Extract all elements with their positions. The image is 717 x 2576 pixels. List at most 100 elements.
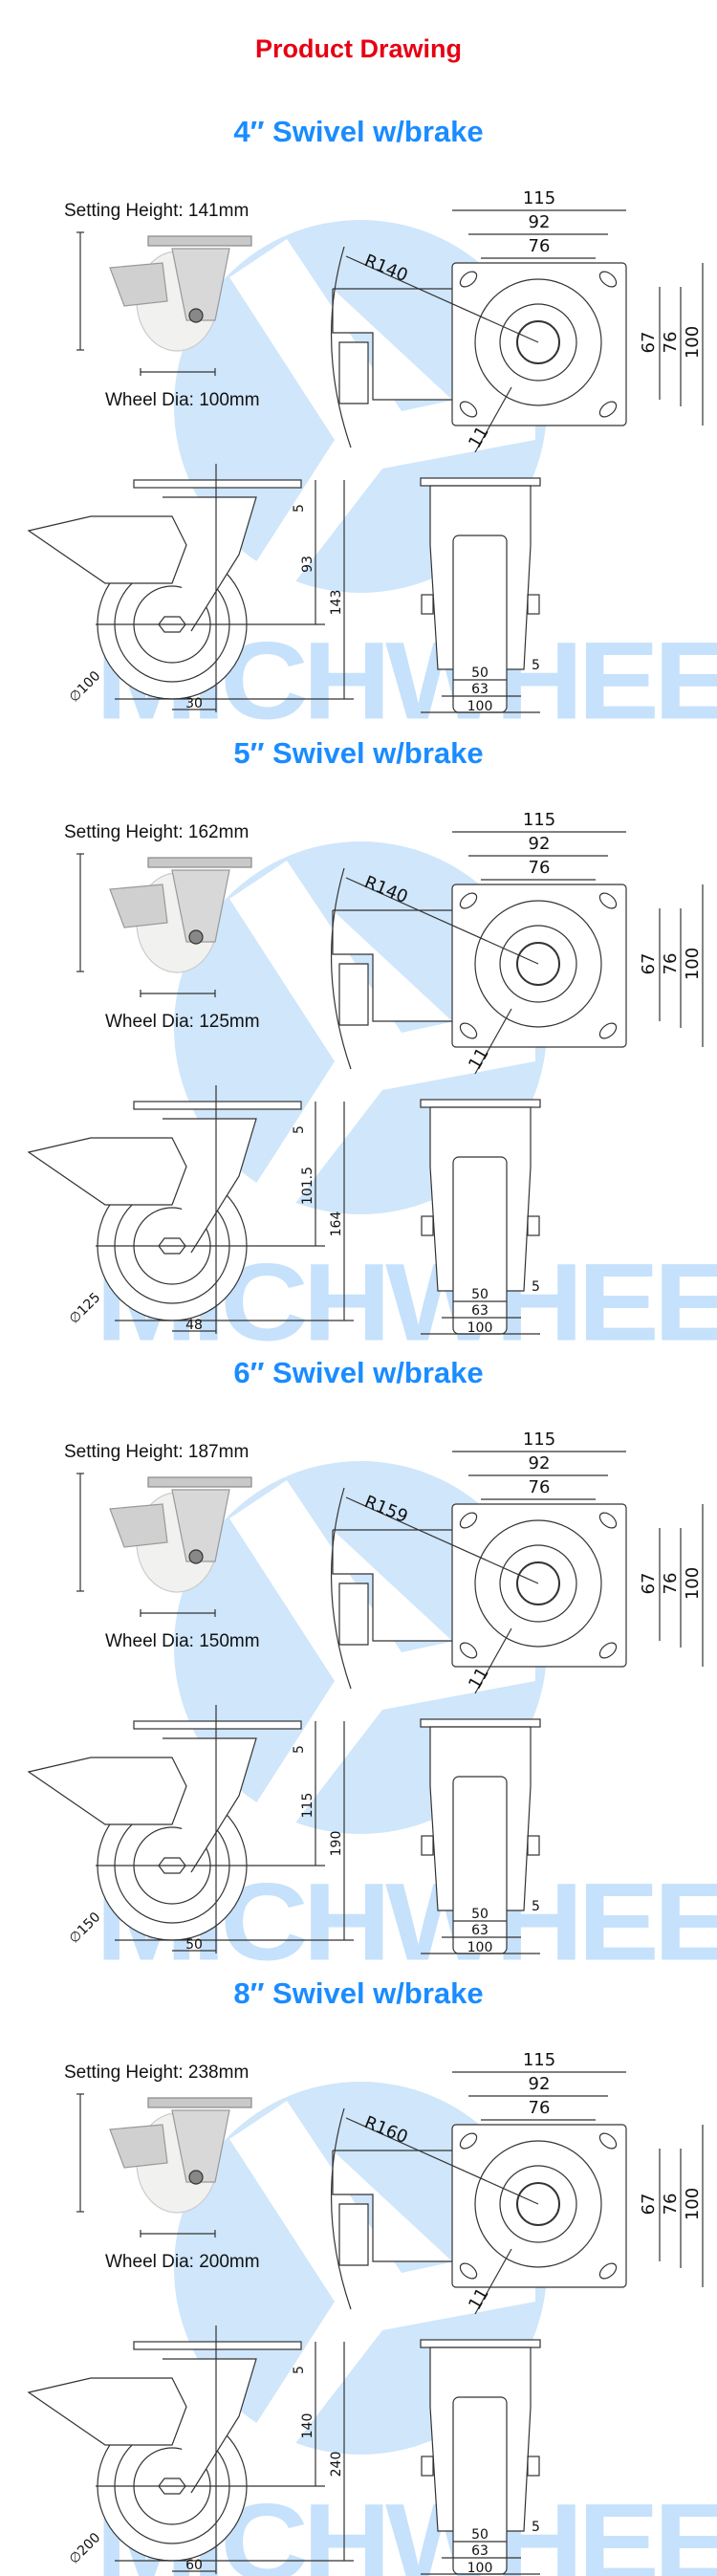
side-view-drawing xyxy=(27,1705,354,1954)
dim-67: 67 xyxy=(639,2194,659,2216)
setting-height-label: Setting Height: 141mm xyxy=(64,201,250,221)
top-view-drawing xyxy=(330,1451,704,1694)
dim-76-v: 76 xyxy=(661,1573,681,1595)
dim-67: 67 xyxy=(639,953,659,975)
setting-height-label: Setting Height: 238mm xyxy=(64,2063,250,2083)
setting-height-value: 238mm xyxy=(187,2063,250,2083)
dim-inner: 63 xyxy=(471,1923,489,1938)
dim-67: 67 xyxy=(639,1573,659,1595)
page-title: Product Drawing xyxy=(254,34,462,63)
caster-section: MICHWHEEL 6″ Swivel w/brake Setting Heig… xyxy=(0,1337,717,1977)
dim-inner: 63 xyxy=(471,1303,489,1319)
dim-gap: 5 xyxy=(532,2520,540,2535)
section-title: 8″ Swivel w/brake xyxy=(233,1976,484,2010)
side-view-drawing xyxy=(27,1085,354,1334)
dim-axle-height: 115 xyxy=(300,1793,315,1819)
dim-top-gap: 5 xyxy=(292,2366,307,2374)
setting-height-label: Setting Height: 162mm xyxy=(64,822,250,842)
dim-gap: 5 xyxy=(532,1899,540,1914)
dim-tread: 50 xyxy=(471,1287,489,1302)
dim-tread: 50 xyxy=(471,666,489,681)
dim-115: 115 xyxy=(523,2050,555,2070)
section-title: 5″ Swivel w/brake xyxy=(233,736,484,770)
dim-76-v: 76 xyxy=(661,2194,681,2216)
dim-top-gap: 5 xyxy=(292,1745,307,1754)
caster-photo xyxy=(76,1473,252,1617)
dim-axle-height: 93 xyxy=(300,556,315,573)
setting-height-value: 141mm xyxy=(187,201,250,221)
top-view-drawing xyxy=(330,209,704,453)
dim-115: 115 xyxy=(523,1430,555,1450)
dim-outer: 100 xyxy=(467,2561,493,2576)
dim-100-v: 100 xyxy=(683,326,703,359)
setting-height-value: 162mm xyxy=(187,822,250,842)
wheel-dia-value: 150mm xyxy=(199,1631,260,1651)
dim-offset: 30 xyxy=(185,696,203,711)
radius-label: R160 xyxy=(361,2112,410,2148)
dim-outer: 100 xyxy=(467,1321,493,1336)
dim-offset: 50 xyxy=(185,1937,203,1953)
wheel-dia-label: Wheel Dia: 125mm xyxy=(105,1012,260,1032)
setting-height-label: Setting Height: 187mm xyxy=(64,1442,250,1462)
dim-100-v: 100 xyxy=(683,1567,703,1600)
wheel-dia-value: 200mm xyxy=(199,2252,260,2272)
dim-inner: 63 xyxy=(471,2543,489,2559)
dim-gap: 5 xyxy=(532,1279,540,1295)
dim-diameter: ∅150 xyxy=(67,1910,104,1947)
section-title: 4″ Swivel w/brake xyxy=(233,115,484,148)
dim-92: 92 xyxy=(529,2074,551,2094)
caster-section: MICHWHEEL 5″ Swivel w/brake Setting Heig… xyxy=(0,717,717,1358)
wheel-dia-label: Wheel Dia: 150mm xyxy=(105,1631,260,1651)
dim-outer: 100 xyxy=(467,1940,493,1955)
caster-section: MICHWHEEL 8″ Swivel w/brake Setting Heig… xyxy=(0,1957,717,2576)
dim-115: 115 xyxy=(523,810,555,830)
side-view-drawing xyxy=(27,464,354,712)
top-view-drawing xyxy=(330,831,704,1075)
radius-label: R140 xyxy=(361,251,410,286)
wheel-dia-value: 100mm xyxy=(199,390,260,410)
dim-115: 115 xyxy=(523,188,555,208)
dim-92: 92 xyxy=(529,212,551,232)
dim-100-v: 100 xyxy=(683,948,703,980)
dim-top-gap: 5 xyxy=(292,504,307,513)
dim-total-height: 240 xyxy=(329,2452,344,2478)
setting-height-value: 187mm xyxy=(187,1442,250,1462)
dim-92: 92 xyxy=(529,834,551,854)
dim-inner: 63 xyxy=(471,682,489,697)
dim-diameter: ∅200 xyxy=(67,2530,104,2567)
side-view-drawing xyxy=(27,2325,354,2574)
dim-total-height: 143 xyxy=(329,590,344,616)
dim-diameter: ∅100 xyxy=(67,668,104,706)
front-view-drawing xyxy=(420,2339,541,2575)
dim-gap: 5 xyxy=(532,658,540,673)
radius-label: R159 xyxy=(361,1492,410,1527)
front-view-drawing xyxy=(420,1099,541,1335)
dim-76: 76 xyxy=(529,2098,551,2118)
dim-tread: 50 xyxy=(471,2527,489,2543)
dim-total-height: 190 xyxy=(329,1831,344,1857)
caster-photo xyxy=(76,2093,252,2238)
front-view-drawing xyxy=(420,1718,541,1954)
dim-offset: 48 xyxy=(185,1318,203,1333)
radius-label: R140 xyxy=(361,872,410,907)
dim-76-v: 76 xyxy=(661,332,681,354)
dim-total-height: 164 xyxy=(329,1212,344,1237)
dim-axle-height: 101.5 xyxy=(300,1167,315,1205)
caster-section: MICHWHEEL 4″ Swivel w/brake Setting Heig… xyxy=(0,96,717,736)
dim-tread: 50 xyxy=(471,1907,489,1922)
section-title: 6″ Swivel w/brake xyxy=(233,1356,484,1389)
dim-100-v: 100 xyxy=(683,2188,703,2220)
dim-92: 92 xyxy=(529,1453,551,1474)
dim-outer: 100 xyxy=(467,699,493,714)
dim-76: 76 xyxy=(529,1477,551,1497)
dim-axle-height: 140 xyxy=(300,2413,315,2439)
caster-photo xyxy=(76,231,252,376)
dim-top-gap: 5 xyxy=(292,1125,307,1134)
dim-76-v: 76 xyxy=(661,953,681,975)
dim-offset: 60 xyxy=(185,2558,203,2573)
wheel-dia-value: 125mm xyxy=(199,1012,260,1032)
dim-diameter: ∅125 xyxy=(67,1290,104,1327)
wheel-dia-label: Wheel Dia: 200mm xyxy=(105,2252,260,2272)
dim-76: 76 xyxy=(529,858,551,878)
